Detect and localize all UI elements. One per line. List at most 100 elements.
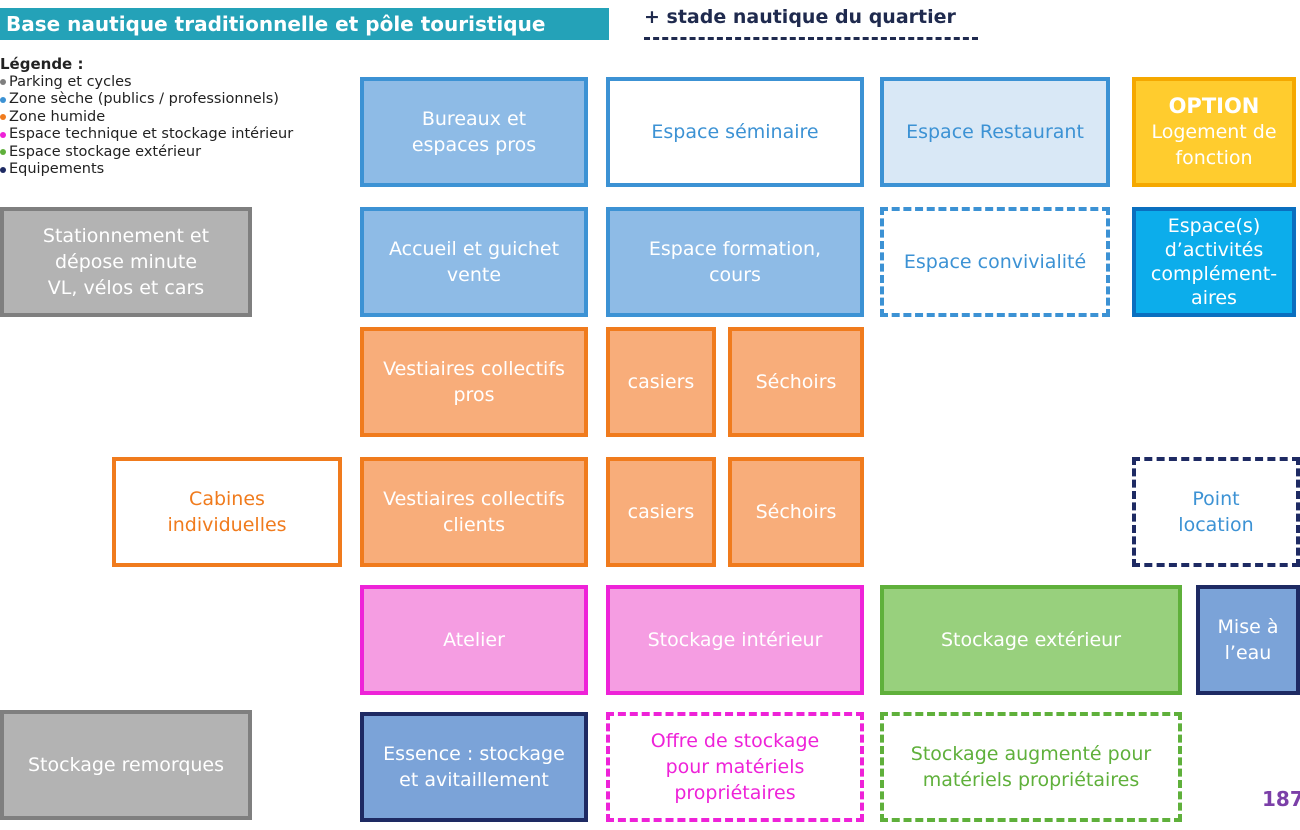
box-text-line: casiers [627, 371, 695, 393]
page-title: Base nautique traditionnelle et pôle tou… [6, 12, 546, 36]
legend-item-label: Zone humide [9, 108, 106, 125]
legend-dot-icon [0, 79, 6, 86]
box-text-line: VL, vélos et cars [47, 277, 205, 299]
box-stockage-exterieur: Stockage extérieur [880, 585, 1182, 695]
box-espace-restaurant: Espace Restaurant [880, 77, 1110, 187]
box-text-line: Vestiaires collectifs [383, 358, 565, 380]
box-text-line: Vestiaires collectifs [383, 488, 565, 510]
box-stockage-interieur: Stockage intérieur [606, 585, 864, 695]
legend-item: Espace stockage extérieur [0, 144, 340, 162]
box-text-line: individuelles [167, 514, 287, 536]
box-atelier: Atelier [360, 585, 588, 695]
box-text-line: Cabines [189, 488, 265, 510]
box-text: Offre de stockage pour matériels propriéta… [651, 728, 819, 806]
box-text-line: Stationnement et [42, 225, 210, 247]
box-text-line: fonction [1175, 147, 1253, 169]
option-lines: Logement de fonction [1151, 119, 1276, 171]
legend-title: Légende : [0, 55, 84, 73]
legend-item-label: Zone sèche (publics / professionnels) [9, 91, 279, 107]
box-text-line: d’activités [1164, 239, 1264, 261]
box-text-line: Essence : stockage [383, 743, 565, 765]
box-espace-seminaire: Espace séminaire [606, 77, 864, 187]
box-text-line: Séchoirs [755, 501, 837, 523]
legend-dot-icon [0, 96, 6, 103]
box-text: Espace Restaurant [906, 119, 1084, 145]
legend-dot-icon [0, 149, 6, 156]
box-text-line: Espace convivialité [903, 251, 1087, 273]
box-text-line: pour matériels [665, 756, 805, 778]
subtitle-underline [644, 37, 978, 40]
subtitle: + stade nautique du quartier [644, 6, 956, 28]
box-text: Espace convivialité [904, 249, 1086, 275]
title-bar: Base nautique traditionnelle et pôle tou… [0, 8, 609, 40]
option-label: OPTION [1168, 94, 1260, 118]
box-text: Espace formation, cours [649, 236, 821, 288]
box-casiers-clients: casiers [606, 457, 716, 567]
legend-item: Parking et cycles [0, 74, 340, 92]
legend-item: Zone sèche (publics / professionnels) [0, 91, 340, 109]
box-essence-avitaillement: Essence : stockage et avitaillement [360, 712, 588, 822]
box-text-line: complément- [1150, 263, 1278, 285]
box-cabines-individuelles: Cabines individuelles [112, 457, 342, 567]
box-text: Cabines individuelles [167, 486, 286, 538]
box-vestiaires-pros: Vestiaires collectifs pros [360, 327, 588, 437]
box-accueil-guichet: Accueil et guichet vente [360, 207, 588, 317]
box-text-line: pros [453, 384, 495, 406]
box-text-line: et avitaillement [399, 769, 549, 791]
box-text-line: cours [709, 264, 761, 286]
box-text-line: Stockage augmenté pour [910, 743, 1152, 765]
page-number: 187 [1262, 787, 1300, 811]
box-casiers-pros: casiers [606, 327, 716, 437]
box-espace-formation: Espace formation, cours [606, 207, 864, 317]
legend-item: Zone humide [0, 109, 340, 127]
box-text: Stockage remorques [28, 752, 224, 778]
box-text-line: Mise à [1217, 616, 1279, 638]
box-text-line: Espace formation, [648, 238, 822, 260]
box-text-line: dépose minute [54, 251, 198, 273]
box-espace-convivialite: Espace convivialité [880, 207, 1110, 317]
box-bureaux: Bureaux et espaces pros [360, 77, 588, 187]
legend-item: Equipements [0, 161, 340, 179]
box-text: Essence : stockage et avitaillement [383, 741, 565, 793]
box-text-line: Stockage remorques [27, 754, 225, 776]
box-text-line: Accueil et guichet [388, 238, 560, 260]
legend-item-label: Equipements [9, 161, 105, 177]
box-text: casiers [628, 369, 695, 395]
legend-dot-icon [0, 166, 6, 173]
box-text-line: Atelier [443, 629, 505, 651]
box-text: Accueil et guichet vente [389, 236, 559, 288]
box-text-line: espaces pros [411, 134, 537, 156]
box-text-line: Offre de stockage [650, 730, 820, 752]
box-text: Séchoirs [756, 369, 837, 395]
box-text-line: propriétaires [674, 782, 796, 804]
legend-item: Espace technique et stockage intérieur [0, 126, 340, 144]
box-text-line: Espace(s) [1167, 215, 1261, 237]
box-text: Stockage intérieur [648, 627, 823, 653]
box-text-line: vente [446, 264, 502, 286]
box-text-line: Bureaux et [421, 108, 527, 130]
box-text: Bureaux et espaces pros [412, 106, 536, 158]
box-text: casiers [628, 499, 695, 525]
box-text: Séchoirs [756, 499, 837, 525]
box-text: Vestiaires collectifs pros [383, 356, 565, 408]
box-text: Atelier [443, 627, 505, 653]
box-option-logement: OPTION Logement de fonction [1132, 77, 1296, 187]
box-text-line: location [1178, 514, 1254, 536]
box-text-line: casiers [627, 501, 695, 523]
box-text-line: Séchoirs [755, 371, 837, 393]
box-text: Stockage extérieur [941, 627, 1121, 653]
box-text-line: Logement de [1151, 121, 1277, 143]
box-text-line: Stockage extérieur [940, 629, 1122, 651]
box-text-line: Espace Restaurant [906, 121, 1084, 143]
